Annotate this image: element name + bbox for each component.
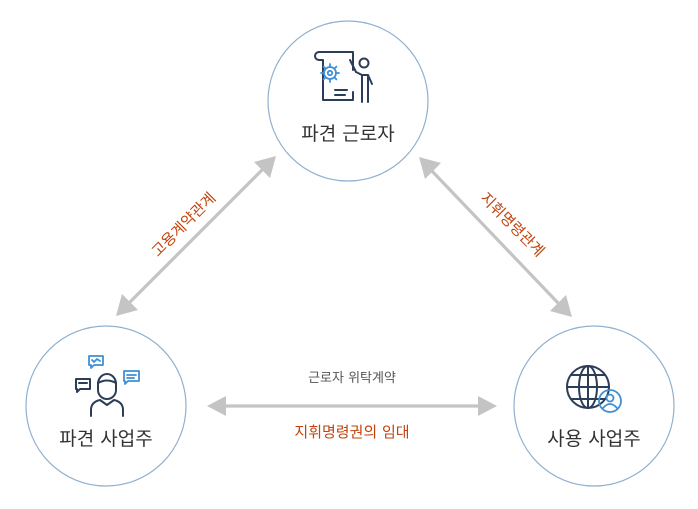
arrow-command-order	[419, 157, 572, 317]
dispatched-worker-label: 파견 근로자	[301, 123, 394, 145]
presenter-document-gear-icon	[314, 51, 373, 103]
node-dispatching-employer: 파견 사업주	[25, 325, 187, 487]
command-lease-label: 지휘명령권의 임대	[294, 423, 409, 441]
person-speech-bubbles-icon	[75, 355, 140, 417]
dispatching-employer-label: 파견 사업주	[59, 428, 152, 450]
arrow-employment-contract	[116, 156, 276, 316]
worker-consignment-label: 근로자 위탁계약	[308, 371, 396, 386]
using-employer-label: 사용 사업주	[547, 428, 640, 450]
command-order-label: 지휘명령관계	[477, 189, 548, 260]
globe-user-icon	[566, 365, 622, 413]
node-using-employer: 사용 사업주	[513, 325, 675, 487]
arrow-worker-consignment	[207, 396, 497, 416]
node-dispatched-worker: 파견 근로자	[267, 20, 429, 182]
